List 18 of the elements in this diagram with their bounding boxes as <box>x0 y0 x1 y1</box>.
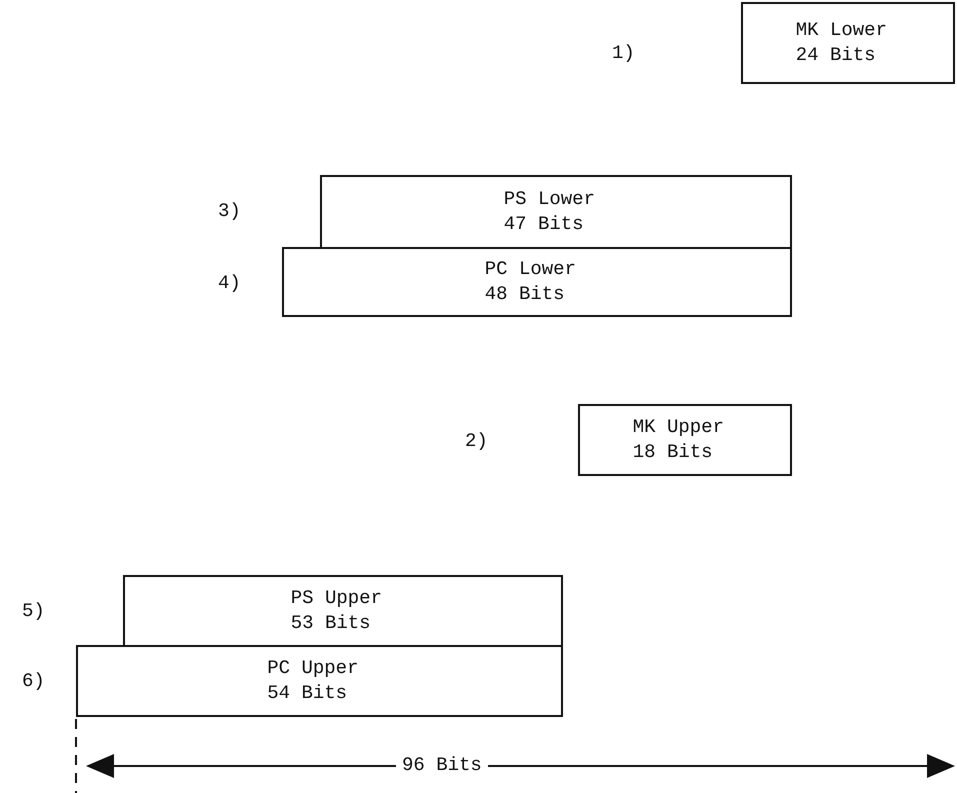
field-label: PS Upper 53 Bits <box>290 586 383 636</box>
field-label: PC Upper 54 Bits <box>267 656 360 706</box>
step-number: 5) <box>22 600 45 622</box>
register-box <box>76 645 563 717</box>
register-box <box>320 175 792 247</box>
register-box <box>578 404 792 476</box>
step-number: 2) <box>465 430 488 452</box>
field-label: PS Lower 47 Bits <box>504 187 596 237</box>
register-box <box>123 575 563 645</box>
register-box <box>282 247 792 317</box>
register-box <box>741 2 955 84</box>
step-number: 3) <box>218 200 241 222</box>
field-label: MK Lower 24 Bits <box>796 18 888 68</box>
step-number: 1) <box>612 42 635 64</box>
step-number: 6) <box>22 670 45 692</box>
field-label: MK Upper 18 Bits <box>632 415 725 465</box>
step-number: 4) <box>218 272 241 294</box>
field-label: PC Lower 48 Bits <box>484 257 577 307</box>
